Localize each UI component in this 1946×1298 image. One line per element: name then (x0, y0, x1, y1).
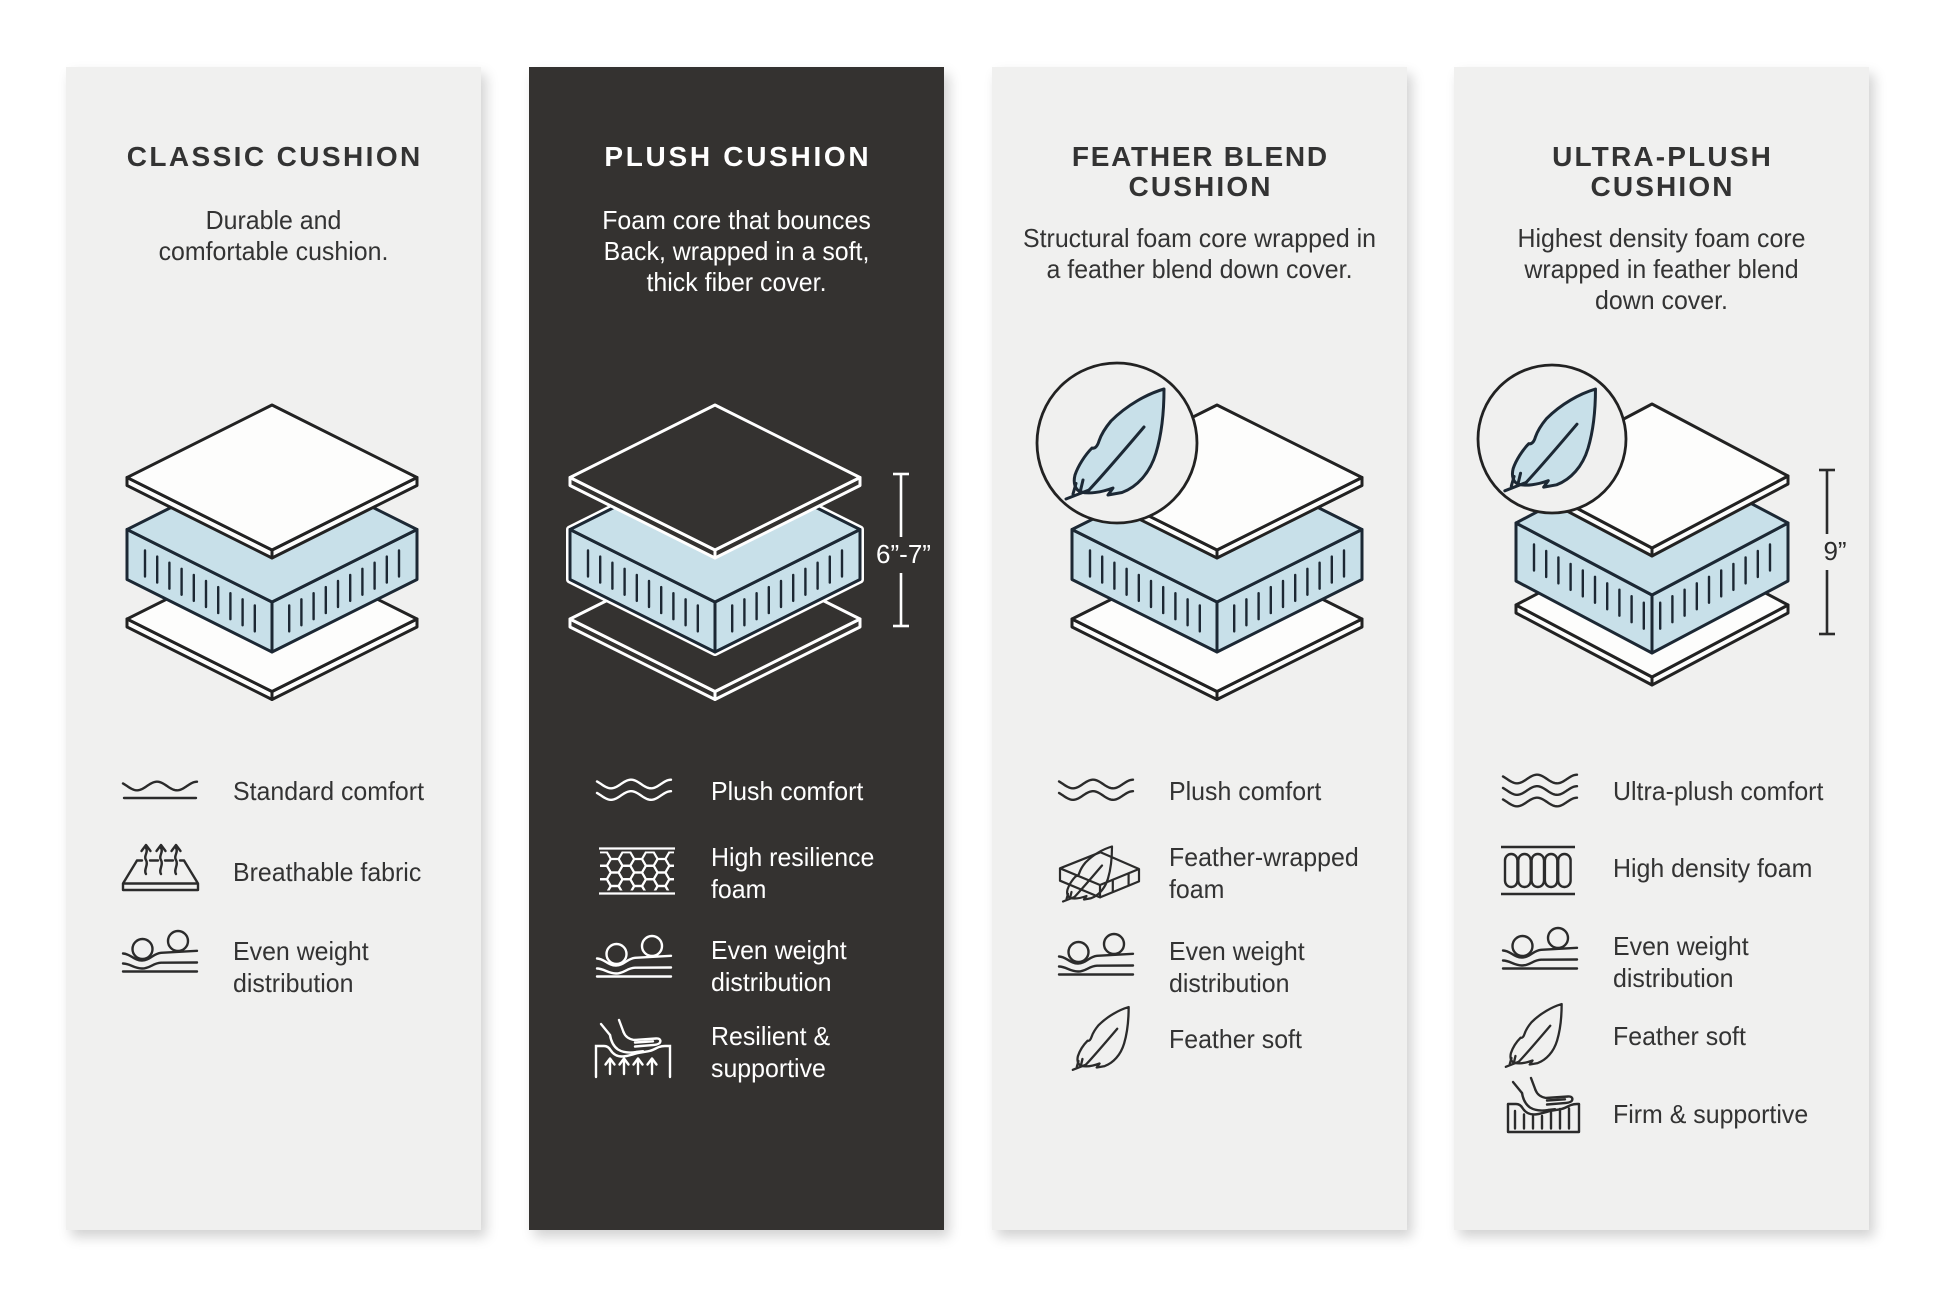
svg-text:a feather blend down cover.: a feather blend down cover. (1047, 254, 1353, 284)
svg-text:Even weight: Even weight (711, 935, 847, 965)
svg-text:Breathable fabric: Breathable fabric (233, 857, 421, 887)
svg-text:distribution: distribution (233, 968, 354, 998)
svg-text:Resilient &: Resilient & (711, 1021, 830, 1051)
svg-text:Plush comfort: Plush comfort (711, 776, 864, 806)
svg-text:Feather-wrapped: Feather-wrapped (1169, 842, 1359, 872)
svg-text:down cover.: down cover. (1595, 285, 1728, 315)
svg-text:Firm & supportive: Firm & supportive (1613, 1099, 1808, 1129)
svg-text:Structural foam core wrapped i: Structural foam core wrapped in (1023, 223, 1376, 253)
svg-text:distribution: distribution (711, 967, 832, 997)
svg-text:comfortable cushion.: comfortable cushion. (159, 236, 389, 266)
svg-text:PLUSH CUSHION: PLUSH CUSHION (604, 141, 871, 172)
svg-text:Even weight: Even weight (1169, 936, 1305, 966)
svg-text:Standard comfort: Standard comfort (233, 776, 425, 806)
svg-text:CUSHION: CUSHION (1129, 171, 1273, 202)
svg-text:FEATHER BLEND: FEATHER BLEND (1072, 141, 1329, 172)
svg-text:Highest density foam core: Highest density foam core (1518, 223, 1806, 253)
svg-text:supportive: supportive (711, 1053, 826, 1083)
svg-text:High density foam: High density foam (1613, 853, 1812, 883)
svg-text:9”: 9” (1823, 536, 1846, 566)
svg-text:Even weight: Even weight (233, 936, 369, 966)
svg-text:Ultra-plush comfort: Ultra-plush comfort (1613, 776, 1824, 806)
svg-text:Durable and: Durable and (206, 205, 342, 235)
svg-text:foam: foam (711, 874, 766, 904)
svg-text:Foam core that bounces: Foam core that bounces (602, 205, 871, 235)
svg-text:thick fiber cover.: thick fiber cover. (647, 267, 827, 297)
svg-text:CUSHION: CUSHION (1591, 171, 1735, 202)
svg-text:ULTRA-PLUSH: ULTRA-PLUSH (1552, 141, 1773, 172)
svg-text:CLASSIC CUSHION: CLASSIC CUSHION (127, 141, 423, 172)
svg-text:distribution: distribution (1169, 968, 1290, 998)
svg-text:wrapped in feather blend: wrapped in feather blend (1523, 254, 1798, 284)
svg-text:foam: foam (1169, 874, 1224, 904)
svg-text:Plush comfort: Plush comfort (1169, 776, 1322, 806)
svg-text:Even weight: Even weight (1613, 931, 1749, 961)
svg-text:High resilience: High resilience (711, 842, 874, 872)
svg-text:distribution: distribution (1613, 963, 1734, 993)
svg-text:Feather soft: Feather soft (1613, 1021, 1747, 1051)
svg-text:Feather soft: Feather soft (1169, 1024, 1303, 1054)
svg-text:Back, wrapped in a soft,: Back, wrapped in a soft, (604, 236, 870, 266)
svg-text:6”-7”: 6”-7” (876, 539, 931, 569)
